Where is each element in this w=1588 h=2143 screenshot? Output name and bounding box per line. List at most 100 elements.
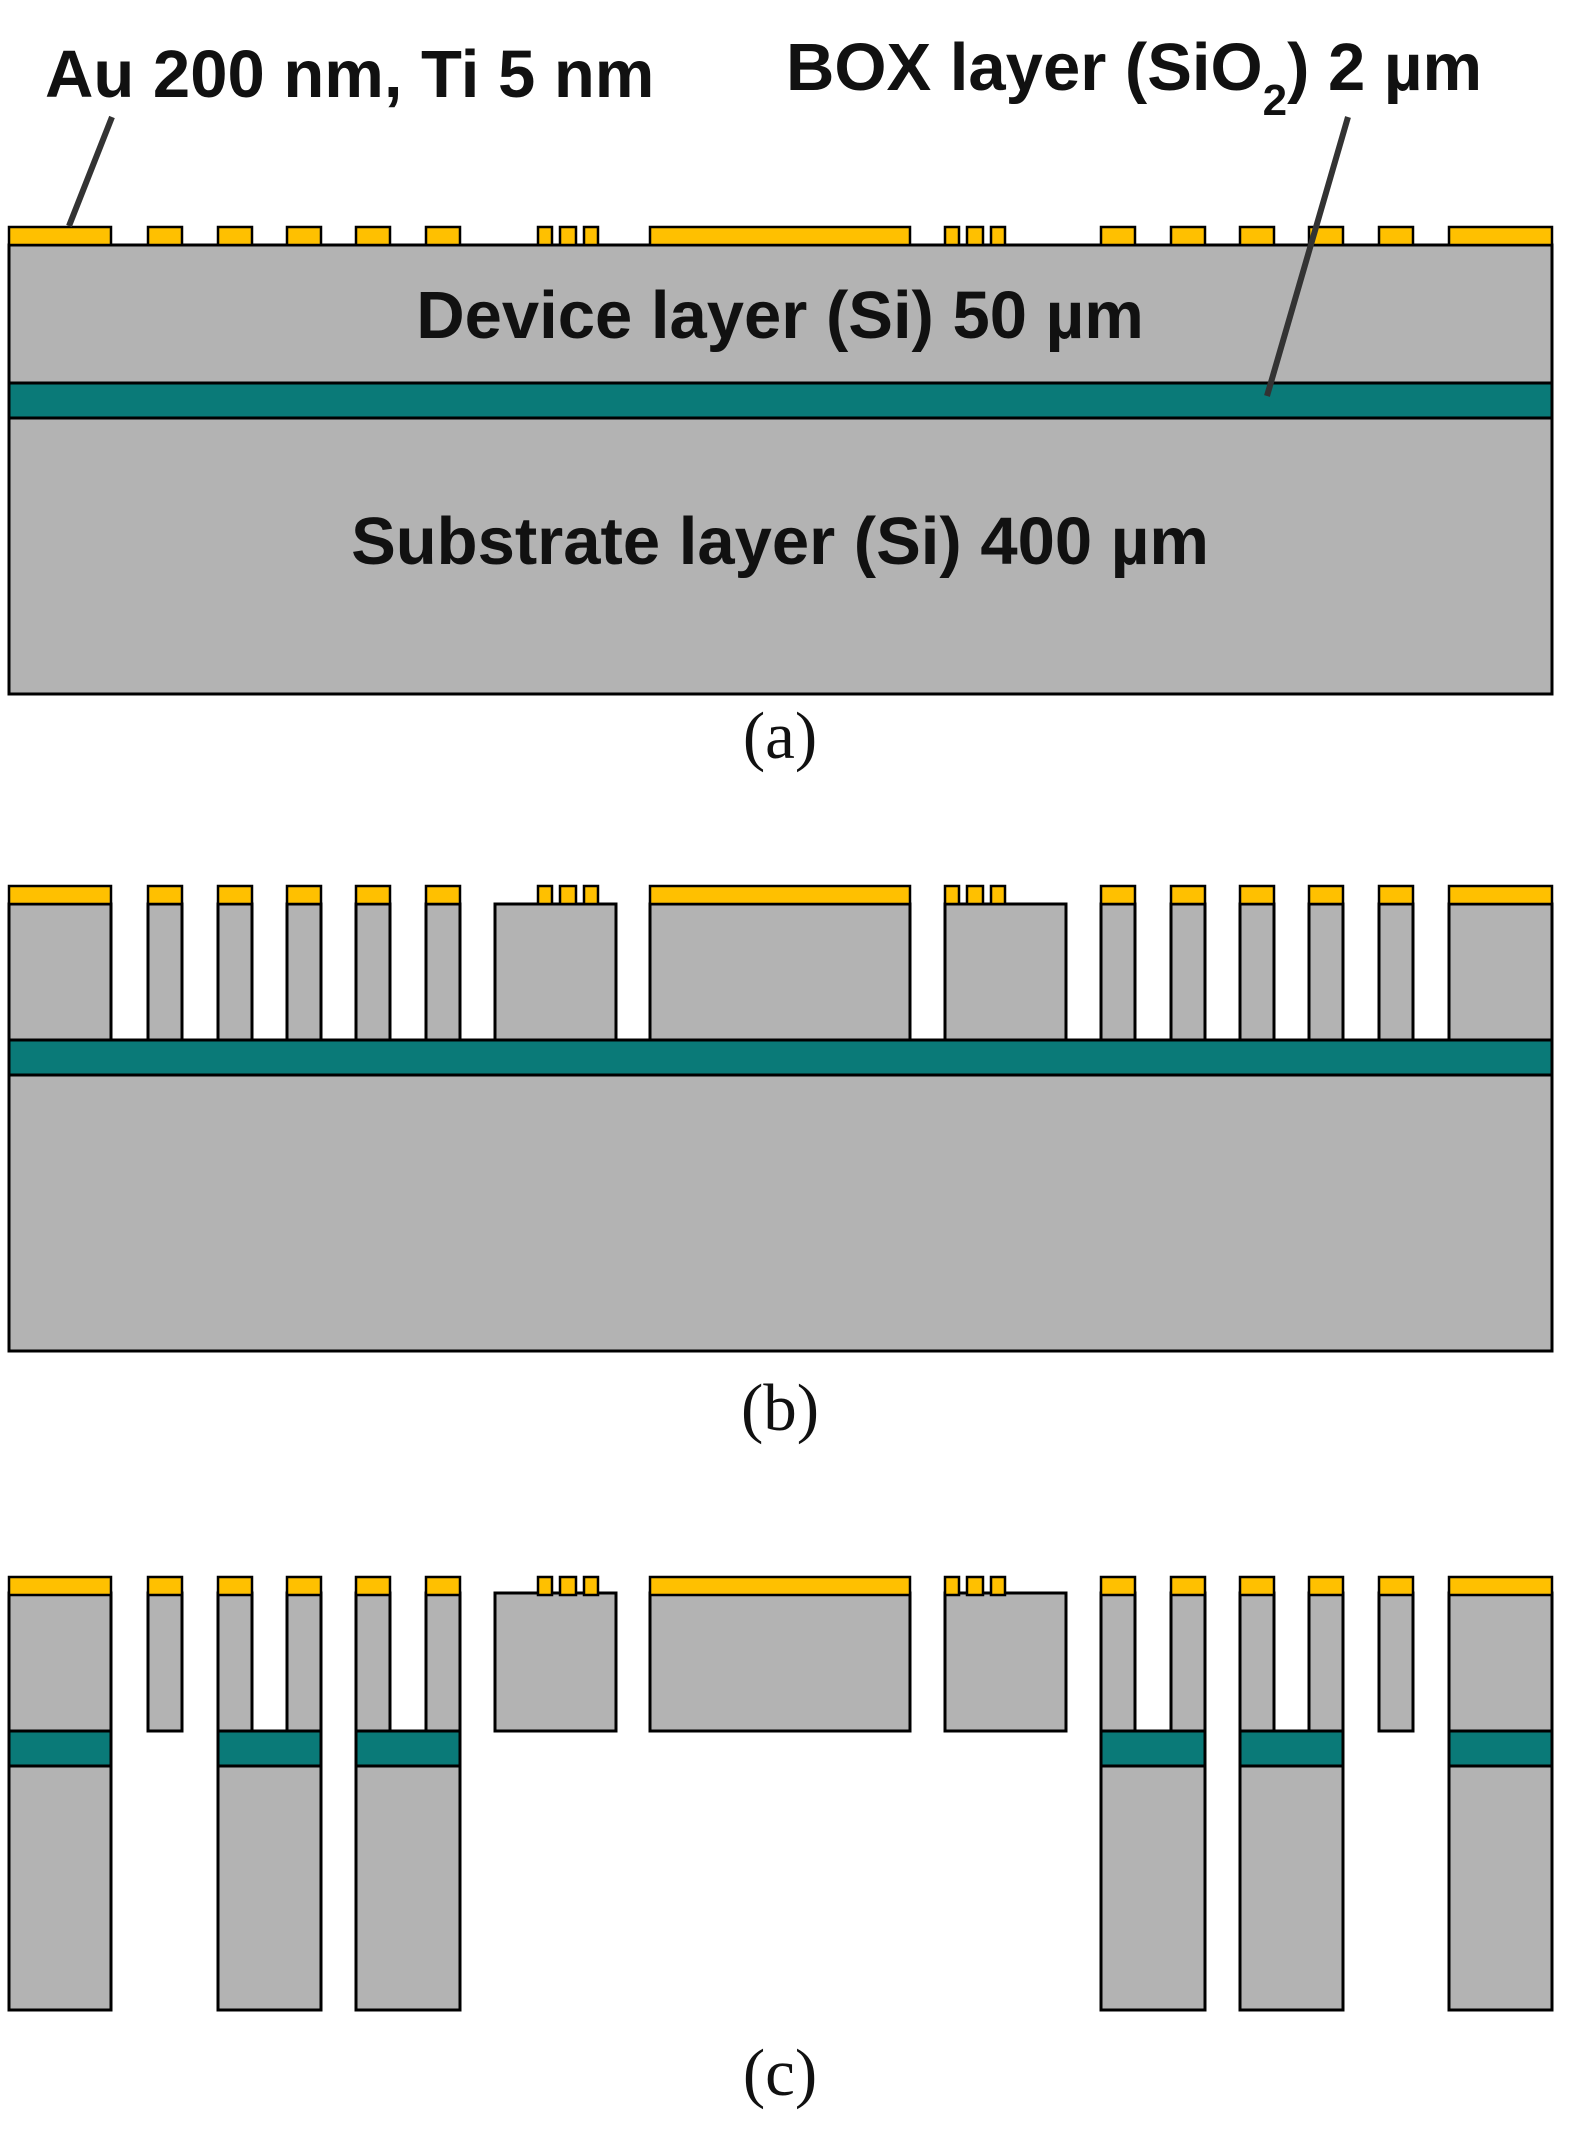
device-block	[943, 902, 1068, 1042]
released-block	[943, 1591, 1068, 1733]
gold-pad	[1447, 1575, 1554, 1597]
gold-pad	[1238, 884, 1276, 906]
gold-pad-small	[536, 225, 554, 247]
gold-pad	[285, 225, 323, 247]
gold-pad-small	[943, 1575, 961, 1597]
caption-c: (c)	[743, 2036, 817, 2110]
device-structures-c	[7, 1591, 1554, 1733]
anchored-stacks-c	[7, 1729, 1554, 2012]
gold-pad-small	[536, 1575, 554, 1597]
anchor-substrate	[216, 1764, 323, 2012]
device-beam	[1169, 902, 1207, 1042]
device-beam	[1377, 902, 1415, 1042]
gold-pad	[424, 1575, 462, 1597]
device-beam	[424, 902, 462, 1042]
device-pillar	[7, 902, 113, 1042]
gold-pad-small	[582, 1575, 600, 1597]
device-beam	[1307, 902, 1345, 1042]
gold-pad-small	[965, 884, 985, 906]
gold-pads-a	[7, 225, 1554, 247]
released-block	[493, 1591, 618, 1733]
panel-c-back-etch-release: (c)	[7, 1575, 1554, 2110]
substrate-layer	[7, 1073, 1554, 1353]
device-structures-b	[7, 902, 1554, 1042]
gold-pad	[1169, 1575, 1207, 1597]
gold-pad-small	[582, 884, 600, 906]
device-beam	[216, 902, 254, 1042]
gold-pad	[648, 1575, 912, 1597]
gold-pad	[7, 1575, 113, 1597]
anchor-substrate	[1099, 1764, 1207, 2012]
device-beam	[354, 902, 392, 1042]
anchor-substrate	[1447, 1764, 1554, 2012]
anchored-beam	[1307, 1591, 1345, 1733]
gold-pad-small	[989, 1575, 1007, 1597]
gold-pad-small	[943, 225, 961, 247]
gold-pad-small	[582, 225, 600, 247]
gold-pad	[424, 225, 462, 247]
anchored-beam	[424, 1591, 462, 1733]
gold-pad	[354, 1575, 392, 1597]
gold-pad	[648, 884, 912, 906]
gold-pad-small	[989, 884, 1007, 906]
anchor-box-layer	[1238, 1729, 1345, 1768]
gold-pad	[1169, 225, 1207, 247]
gold-pad	[1238, 1575, 1276, 1597]
device-layer-label: Device layer (Si) 50 µm	[416, 278, 1144, 353]
anchored-beam	[216, 1591, 254, 1733]
anchor-box-layer	[1099, 1729, 1207, 1768]
panel-a-soi-wafer: Au 200 nm, Ti 5 nm BOX layer (SiO2) 2 µm…	[7, 30, 1554, 773]
box-leader-line	[1264, 116, 1351, 397]
gold-pad	[216, 225, 254, 247]
released-beam	[1377, 1591, 1415, 1733]
gold-pad	[1307, 884, 1345, 906]
gold-pad	[7, 225, 113, 247]
anchor-device-pillar	[1447, 1591, 1554, 1733]
substrate-layer	[7, 416, 1554, 696]
gold-pad	[1377, 225, 1415, 247]
gold-pad-small	[558, 1575, 578, 1597]
anchor-box-layer	[216, 1729, 323, 1768]
released-beam	[146, 1591, 184, 1733]
device-beam	[146, 902, 184, 1042]
box-layer	[7, 381, 1554, 420]
device-pillar	[648, 902, 912, 1042]
gold-pad	[146, 1575, 184, 1597]
caption-b: (b)	[741, 1371, 819, 1445]
gold-pad-small	[943, 884, 961, 906]
gold-pad-small	[965, 225, 985, 247]
gold-pad	[1447, 225, 1554, 247]
gold-pads-b	[7, 884, 1554, 906]
gold-pad	[285, 1575, 323, 1597]
anchor-substrate	[1238, 1764, 1345, 2012]
metal-leader-line	[66, 115, 115, 228]
box-layer	[7, 1038, 1554, 1077]
gold-pad-small	[558, 225, 578, 247]
anchor-device-pillar	[7, 1591, 113, 1733]
device-block	[493, 902, 618, 1042]
anchor-box-layer	[7, 1729, 113, 1768]
gold-pad	[1447, 884, 1554, 906]
gold-pad	[648, 225, 912, 247]
device-beam	[1099, 902, 1137, 1042]
device-pillar	[1447, 902, 1554, 1042]
gold-pad	[1099, 884, 1137, 906]
gold-pad	[1238, 225, 1276, 247]
device-layer	[7, 243, 1554, 385]
anchored-beam	[1099, 1591, 1137, 1733]
released-proof-mass	[648, 1591, 912, 1733]
gold-pad	[1377, 1575, 1415, 1597]
gold-pad	[424, 884, 462, 906]
anchor-box-layer	[1447, 1729, 1554, 1768]
anchored-beam	[1238, 1591, 1276, 1733]
substrate-layer-label: Substrate layer (Si) 400 µm	[351, 504, 1209, 579]
metal-label: Au 200 nm, Ti 5 nm	[45, 37, 654, 112]
device-beam	[1238, 902, 1276, 1042]
gold-pad-small	[536, 884, 554, 906]
gold-pad	[354, 225, 392, 247]
gold-pad-small	[965, 1575, 985, 1597]
gold-pad-small	[989, 225, 1007, 247]
gold-pad	[354, 884, 392, 906]
gold-pad	[1099, 225, 1137, 247]
